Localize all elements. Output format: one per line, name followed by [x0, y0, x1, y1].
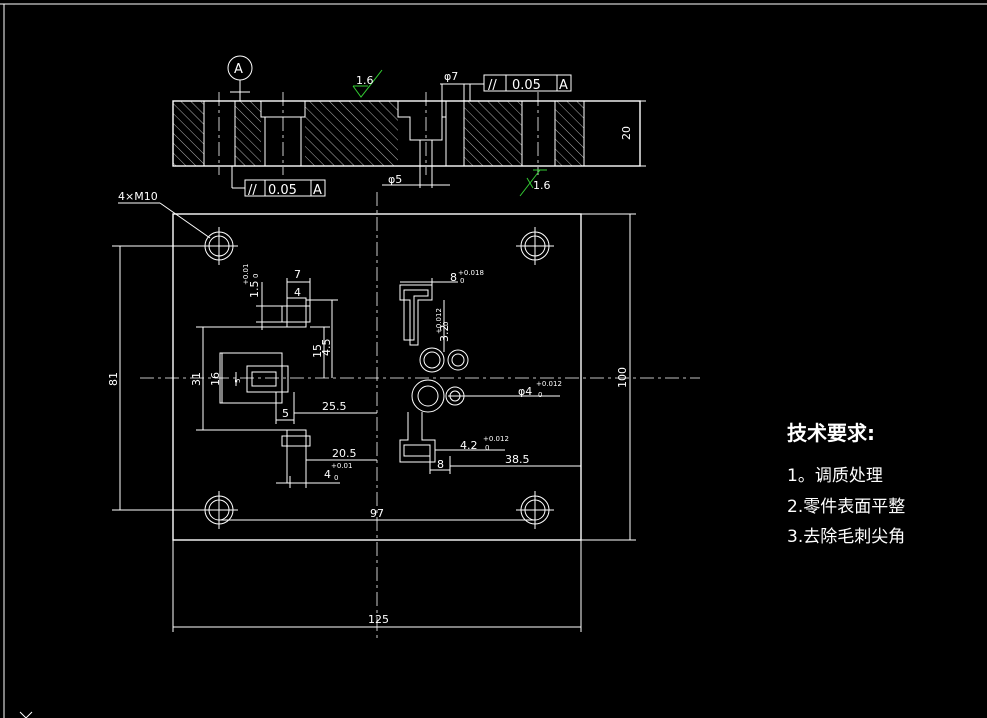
dim-1-5-lower: 0 [252, 274, 260, 278]
dim-phi4-upper: +0.012 [536, 380, 562, 388]
dim-4-2-lower: 0 [485, 444, 489, 452]
plan-view: 4×M10 81 31 16 [107, 190, 700, 640]
dim-3-2: 3.2 [438, 325, 451, 343]
dim-5-vertical: 5 [234, 379, 242, 383]
fcf-top-datum: A [559, 78, 568, 93]
dim-16: 16 [209, 372, 222, 386]
fcf-top-value: 0.05 [512, 78, 541, 93]
corner-hole-bl [200, 491, 238, 529]
dim-8-top-upper: +0.018 [458, 269, 484, 277]
datum-a: A [227, 55, 253, 101]
dim-3-2-lower: 0 [442, 322, 450, 326]
dim-phi5-text: φ5 [388, 173, 402, 186]
tech-item-3: 3.去除毛刺尖角 [787, 527, 905, 547]
tech-item-2: 2.零件表面平整 [787, 497, 905, 517]
roughness-bottom-label: 1.6 [533, 179, 551, 192]
dim-8-bottom: 8 [437, 458, 444, 471]
dim-4-bottom: 4 [324, 468, 331, 481]
corner-hole-br [516, 491, 554, 529]
roughness-bottom: 1.6 [519, 169, 551, 197]
tech-item-1: 1。调质处理 [787, 466, 883, 486]
dim-100: 100 [616, 367, 629, 388]
hole-callout: 4×M10 [118, 190, 158, 203]
fcf-bottom-symbol: // [248, 183, 257, 198]
roughness-top: 1.6 [352, 69, 383, 98]
dim-4-2: 4.2 [460, 439, 478, 452]
dim-97: 97 [370, 507, 384, 520]
dim-1-5-upper: +0.01 [242, 264, 250, 285]
dim-38-5: 38.5 [505, 453, 530, 466]
tech-title: 技术要求: [787, 421, 875, 445]
fcf-bottom: // 0.05 A [231, 166, 326, 198]
dim-4-5: 4.5 [320, 339, 333, 357]
dim-8-top: 8 [450, 271, 457, 284]
dim-phi7: φ7 [440, 70, 470, 101]
roughness-top-label: 1.6 [356, 74, 374, 87]
section-view [172, 92, 641, 175]
dim-1-5: 1.5 [248, 281, 261, 299]
dim-4-bottom-lower: 0 [334, 474, 338, 482]
fcf-top: // 0.05 A [469, 74, 572, 101]
dim-81: 81 [107, 372, 120, 386]
dim-thickness: 20 [620, 100, 646, 167]
dim-phi4-lower: 0 [538, 391, 542, 399]
corner-hole-tl [200, 227, 238, 265]
dim-4-top: 4 [294, 286, 301, 299]
dim-phi5: φ5 [382, 166, 450, 188]
dim-125: 125 [368, 613, 389, 626]
dim-5-horizontal: 5 [282, 407, 289, 420]
fcf-bottom-value: 0.05 [268, 183, 297, 198]
corner-hole-tr [516, 227, 554, 265]
fcf-bottom-datum: A [313, 183, 322, 198]
dim-thickness-text: 20 [620, 126, 633, 140]
dim-7: 7 [294, 268, 301, 281]
dim-8-top-lower: 0 [460, 277, 464, 285]
dim-4-bottom-upper: +0.01 [331, 462, 352, 470]
dim-phi4: φ4 [518, 385, 532, 398]
dim-4-2-upper: +0.012 [483, 435, 509, 443]
dim-20-5: 20.5 [332, 447, 357, 460]
fcf-top-symbol: // [488, 78, 497, 93]
datum-a-label: A [234, 62, 243, 77]
technical-requirements: 技术要求: 1。调质处理 2.零件表面平整 3.去除毛刺尖角 [787, 421, 905, 547]
dim-31: 31 [190, 372, 203, 386]
dim-3-2-upper: +0.012 [435, 308, 443, 334]
dim-25-5: 25.5 [322, 400, 347, 413]
dim-phi7-text: φ7 [444, 70, 458, 83]
dim-15: 15 [311, 344, 324, 358]
ucs-icon [19, 711, 33, 718]
